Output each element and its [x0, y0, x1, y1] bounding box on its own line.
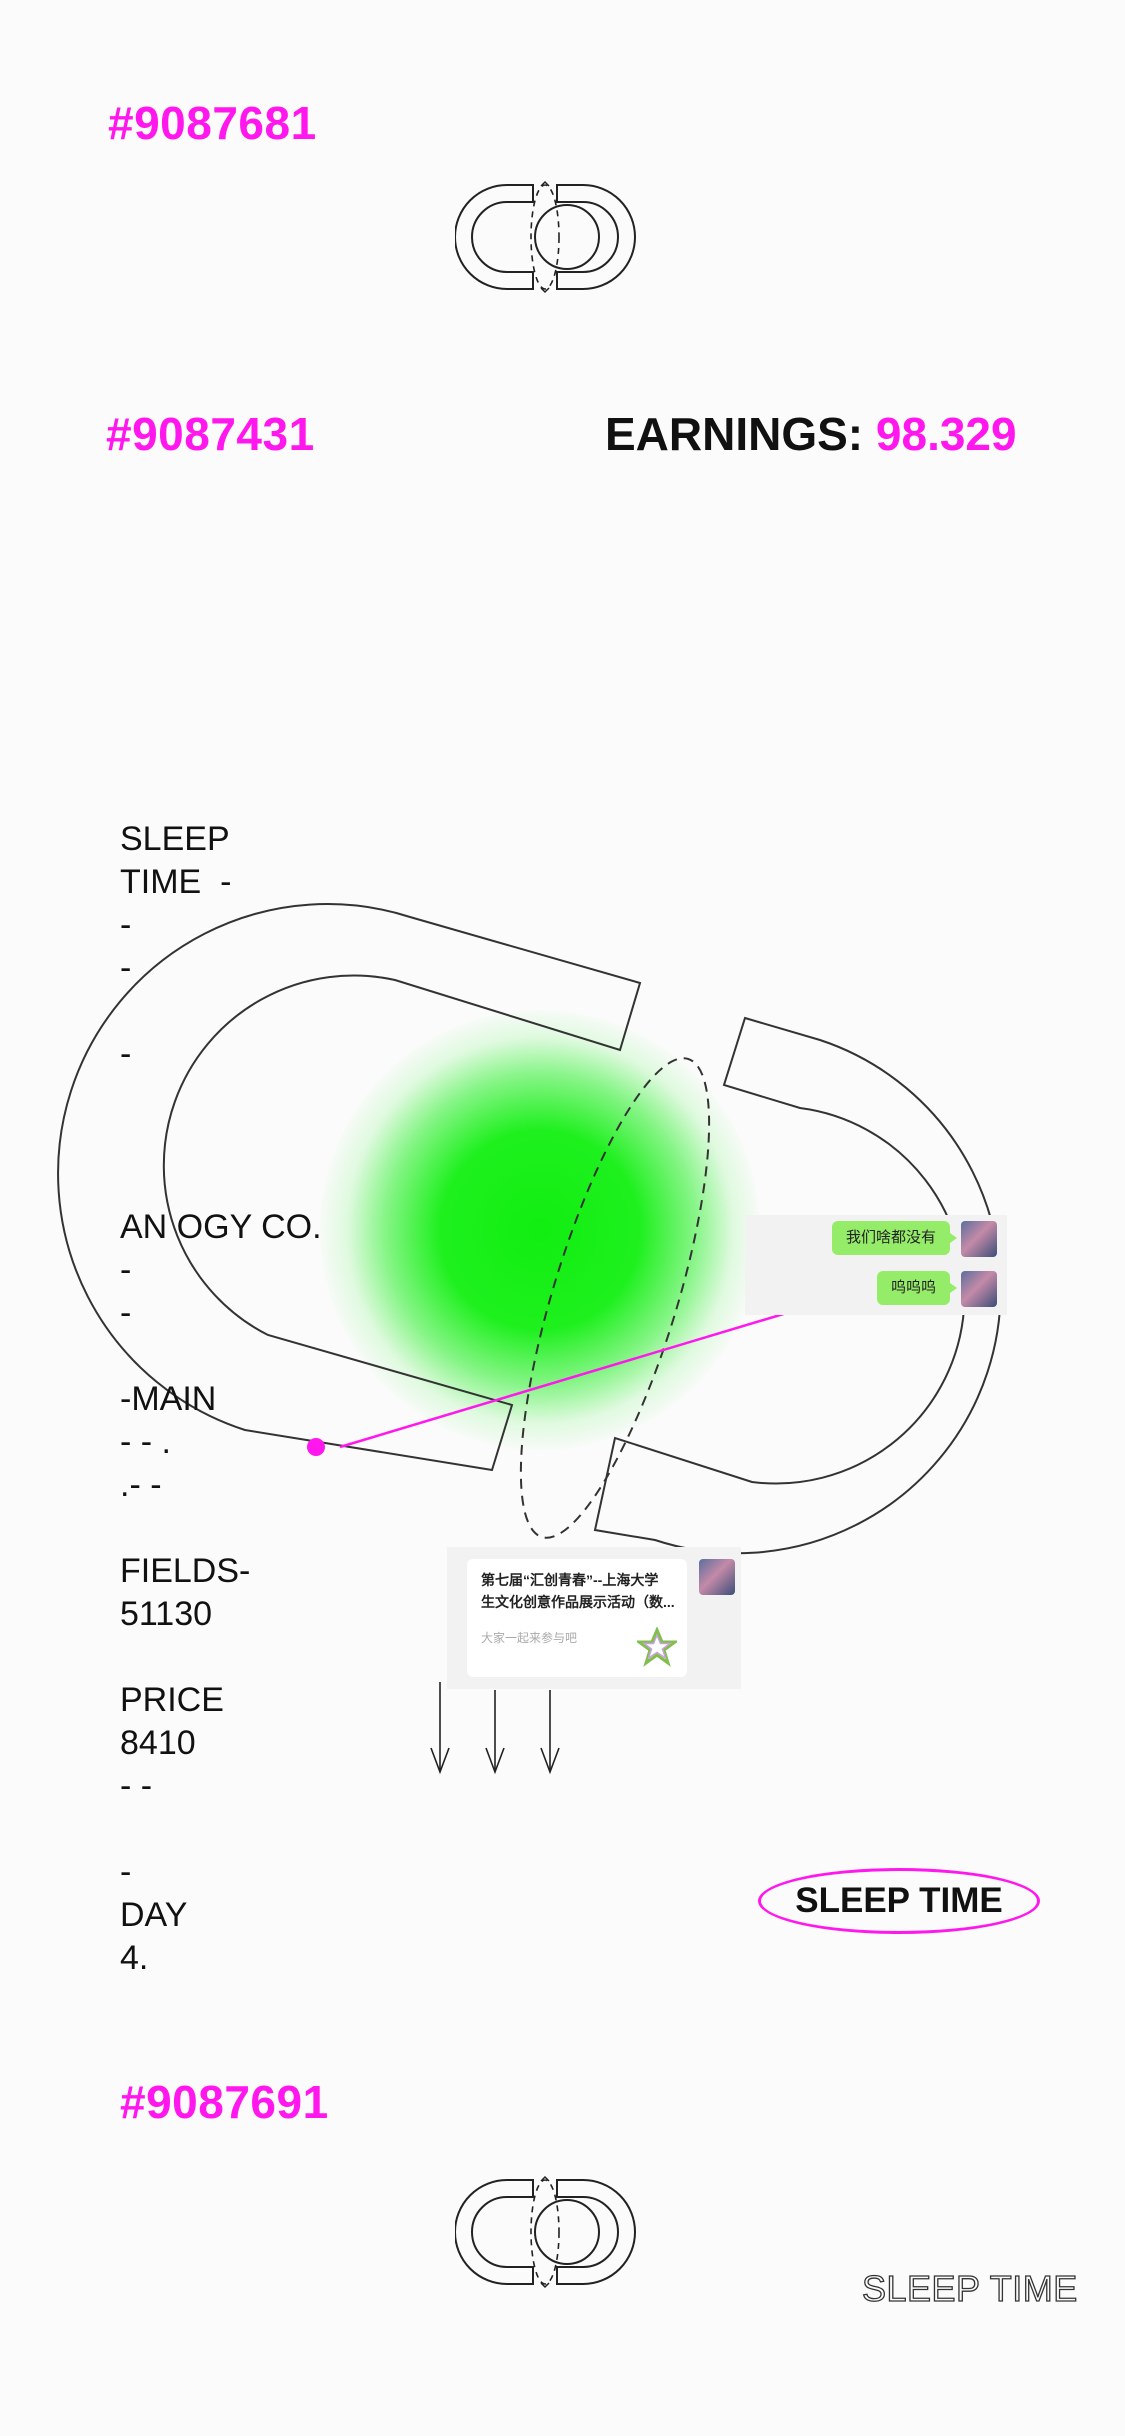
chat-bubble[interactable]: 我们啥都没有: [831, 1221, 958, 1255]
avatar-icon: [961, 1221, 997, 1257]
code-upper: #9087431: [106, 408, 315, 460]
pointer-dot: [307, 1438, 325, 1456]
code-bottom: #9087691: [120, 2076, 329, 2128]
earnings-line: EARNINGS: 98.329: [605, 407, 1017, 461]
logo-icon: [455, 180, 636, 294]
arrow-down-icon: [430, 1682, 450, 1775]
share-card-title-2: 生文化创意作品展示活动（数...: [481, 1594, 675, 1610]
logo-icon: [455, 2175, 636, 2289]
green-glow: [320, 1010, 760, 1450]
arrow-down-group: [430, 1682, 560, 1775]
side-text-top: SLEEP TIME - - - -: [120, 820, 232, 1073]
chat-bubble[interactable]: 呜呜呜: [876, 1271, 958, 1305]
avatar-icon: [961, 1271, 997, 1307]
arrow-down-icon: [485, 1690, 505, 1775]
share-card[interactable]: 第七届“汇创青春”--上海大学 生文化创意作品展示活动（数... 大家一起来参与…: [467, 1559, 687, 1677]
star-icon: [637, 1627, 677, 1667]
sleep-time-button[interactable]: SLEEP TIME: [758, 1868, 1040, 1934]
avatar-icon: [699, 1559, 735, 1595]
share-card-title-1: 第七届“汇创青春”--上海大学: [481, 1572, 659, 1588]
earnings-value: 98.329: [875, 408, 1017, 460]
arrow-down-icon: [540, 1690, 560, 1775]
earnings-label: EARNINGS:: [605, 408, 864, 460]
share-card-subtitle: 大家一起来参与吧: [481, 1631, 578, 1645]
chat-panel: 我们啥都没有 呜呜呜: [745, 1215, 1007, 1315]
code-top: #9087681: [108, 97, 317, 149]
side-text-details: AN OGY CO. - - -MAIN - - . .- - FIELDS- …: [120, 1208, 322, 1977]
footer-outline-label: SLEEP TIME: [861, 2267, 1078, 2309]
share-card-panel: 第七届“汇创青春”--上海大学 生文化创意作品展示活动（数... 大家一起来参与…: [447, 1547, 741, 1689]
